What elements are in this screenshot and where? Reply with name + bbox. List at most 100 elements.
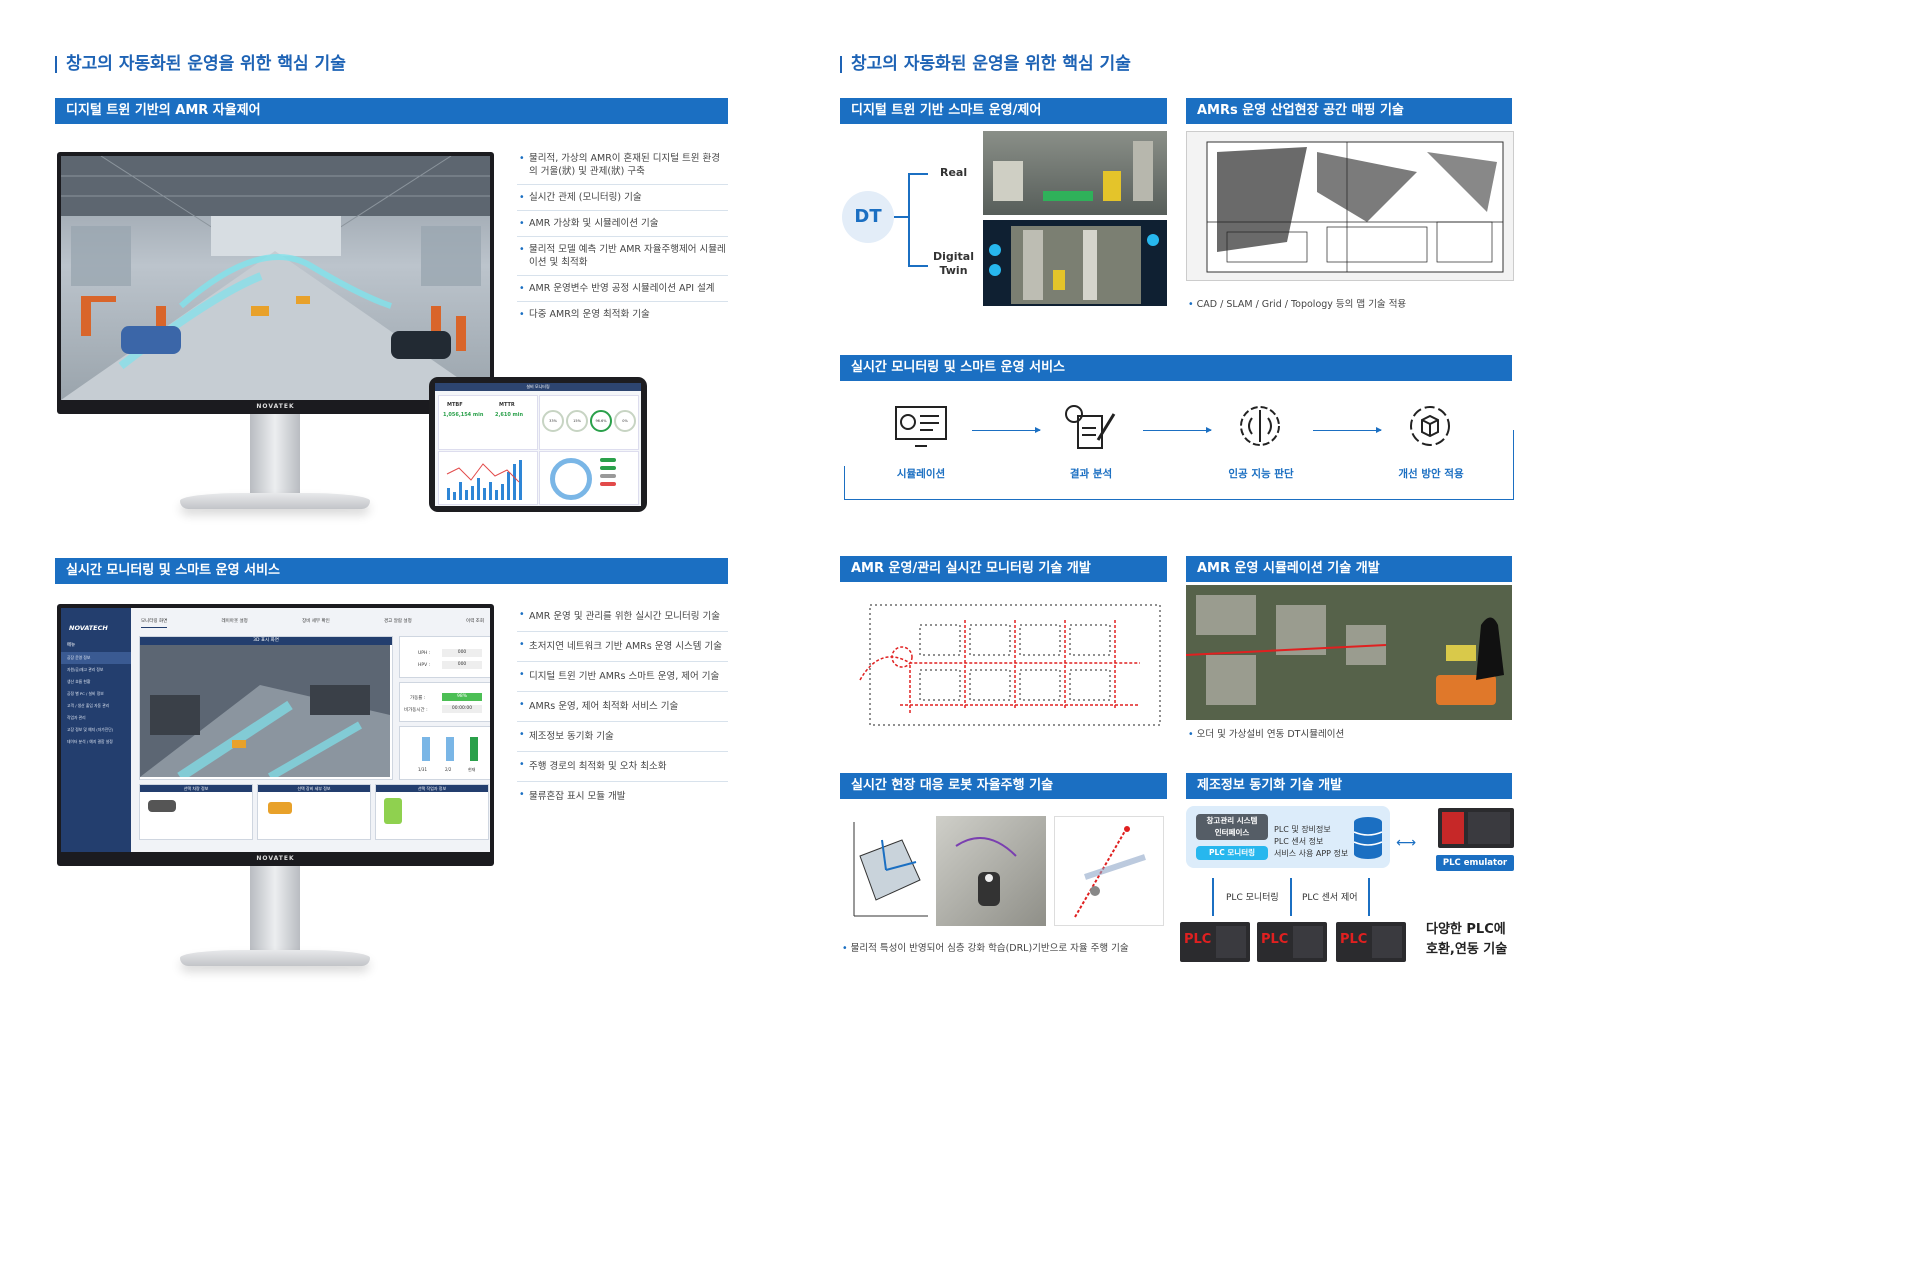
step-label: 개선 방안 적용 bbox=[1398, 468, 1464, 480]
section2-bullet-list: AMR 운영 및 관리를 위한 실시간 모니터링 기술 초저지연 네트워크 기반… bbox=[517, 602, 728, 811]
worker-photo bbox=[384, 798, 402, 824]
tab-history[interactable]: 이력 조회 bbox=[465, 619, 484, 624]
dt-bracket bbox=[908, 173, 928, 267]
plc-monitoring-button[interactable]: PLC 모니터링 bbox=[1196, 846, 1268, 860]
plc-link-sensor: PLC 센서 제어 bbox=[1302, 893, 1358, 903]
mttr-label: MTTR bbox=[499, 402, 515, 408]
plc-tag: PLC bbox=[1340, 932, 1368, 947]
section-header-dt-amr: 디지털 트윈 기반의 AMR 자율제어 bbox=[55, 98, 728, 124]
digital-twin-label: Digital Twin bbox=[933, 250, 974, 277]
bullet-item: 물리적, 가상의 AMR이 혼재된 디지털 트윈 환경의 거울(狀) 및 관제(… bbox=[517, 146, 728, 185]
digital-twin-photo bbox=[983, 220, 1167, 306]
bullet-item: AMR 가상화 및 시뮬레이션 기술 bbox=[517, 211, 728, 237]
tablet-title: 설비 모니터링 bbox=[435, 383, 641, 391]
plc-info-item: 서비스 사용 APP 정보 bbox=[1274, 849, 1349, 858]
plc-device: PLC bbox=[1257, 922, 1327, 962]
tab-equipment[interactable]: 장비 세부 확인 bbox=[302, 619, 330, 624]
sidebar-menu-item[interactable]: 자원/공/재고 관리 정보 bbox=[67, 667, 104, 672]
simulation-render-image bbox=[1186, 585, 1512, 720]
plc-compat-caption: 다양한 PLC에 호환,연동 기술 bbox=[1426, 922, 1508, 957]
monitor-stand bbox=[250, 414, 300, 498]
robot-note: 물리적 특성이 반영되어 심층 강화 학습(DRL)기반으로 자율 주행 기술 bbox=[842, 940, 1129, 954]
idle-label: 비가동시간 : bbox=[404, 708, 428, 713]
real-label: Real bbox=[940, 166, 968, 179]
tablet-dashboard: 설비 모니터링 MTBF 1,056,154 min MTTR 2,610 mi… bbox=[429, 377, 647, 512]
monitor-base bbox=[180, 493, 370, 509]
warehouse-render-image bbox=[61, 156, 490, 400]
plc-device: PLC bbox=[1180, 922, 1250, 962]
sidebar-menu-item[interactable]: 공정 별 PC / 설비 정보 bbox=[67, 691, 104, 696]
app-logo: NOVATECH bbox=[69, 624, 108, 632]
bidirectional-arrow-icon: ⟷ bbox=[1396, 835, 1417, 851]
real-factory-photo bbox=[983, 131, 1167, 215]
amr-path-map-image bbox=[840, 585, 1167, 740]
flow-arrow bbox=[1313, 427, 1382, 433]
plc-tag: PLC bbox=[1261, 932, 1289, 947]
vehicle-icon bbox=[148, 800, 176, 812]
bullet-item: AMRs 운영, 제어 최적화 서비스 기술 bbox=[517, 692, 728, 722]
amr-icon bbox=[268, 802, 292, 814]
gauge-1: 33% bbox=[542, 410, 564, 432]
plc-link-line bbox=[1290, 878, 1292, 916]
mttr-value: 2,610 min bbox=[495, 412, 524, 418]
mini-bar-chart: 1/31 2/2 현재 bbox=[399, 726, 490, 780]
hpv-label: HPV : bbox=[418, 663, 431, 668]
flow-arrow bbox=[1143, 427, 1212, 433]
dt-circle: DT bbox=[842, 191, 894, 243]
gauge-3: 96.6% bbox=[590, 410, 612, 432]
monitor-brand: NOVATEK bbox=[256, 855, 295, 862]
mtbf-label: MTBF bbox=[447, 402, 463, 408]
mtbf-value: 1,056,154 min bbox=[443, 412, 484, 418]
tab-alarm[interactable]: 경고 알람 설정 bbox=[384, 619, 412, 624]
tablet-gauges: 33% 15% 96.6% 0% bbox=[539, 395, 639, 450]
bullet-item: 주행 경로의 최적화 및 오차 최소화 bbox=[517, 752, 728, 782]
flow-arrow bbox=[972, 427, 1041, 433]
dt-connector bbox=[894, 216, 908, 218]
ai-brain-icon bbox=[1234, 402, 1286, 454]
bullet-item: 초저지연 네트워크 기반 AMRs 운영 시스템 기술 bbox=[517, 632, 728, 662]
gauge-2: 15% bbox=[566, 410, 588, 432]
tablet-donut bbox=[539, 451, 639, 505]
rate-label: 가동률 : bbox=[410, 696, 426, 701]
cad-slam-map-image bbox=[1186, 131, 1514, 281]
idle-value: 00:00:00 bbox=[442, 705, 482, 713]
sidebar-menu-item[interactable]: 고객 / 생산 출입 자동 관리 bbox=[67, 703, 110, 708]
robot-kinematics-diagram bbox=[842, 816, 930, 924]
section-header-dt-smart: 디지털 트윈 기반 스마트 운영/제어 bbox=[840, 98, 1167, 124]
tab-monitoring[interactable]: 모니터링 화면 bbox=[141, 618, 168, 628]
plc-info-item: PLC 및 장비정보 bbox=[1274, 825, 1331, 834]
plc-emulator-device bbox=[1438, 808, 1514, 848]
sidebar-menu-item[interactable]: 생산 흐름 현황 bbox=[67, 679, 91, 684]
monitor-brand: NOVATEK bbox=[256, 403, 295, 410]
panel-title: 선택 장비 세부 정보 bbox=[258, 785, 370, 792]
uph-value: 000 bbox=[442, 649, 482, 657]
bullet-item: 다중 AMR의 운영 최적화 기술 bbox=[517, 302, 728, 327]
tab-layout[interactable]: 레이아웃 설정 bbox=[221, 619, 248, 624]
bullet-item: AMR 운영변수 반영 공정 시뮬레이션 API 설계 bbox=[517, 276, 728, 302]
plc-info-item: PLC 센서 정보 bbox=[1274, 837, 1324, 846]
improvement-cycle-icon bbox=[1404, 402, 1456, 454]
bar-label: 1/31 bbox=[418, 767, 427, 772]
monitor-digital-twin: NOVATEK bbox=[57, 152, 494, 414]
step-label: 인공 지능 판단 bbox=[1228, 468, 1294, 480]
panel-title: 선택 작업자 정보 bbox=[376, 785, 488, 792]
bullet-item: 물리적 모델 예측 기반 AMR 자율주행제어 시뮬레이션 및 최적화 bbox=[517, 237, 728, 276]
sidebar-menu-item[interactable]: 작업자 관리 bbox=[67, 715, 86, 720]
sidebar-menu-item[interactable]: 고장 정보 및 예지 (자가진단) bbox=[67, 727, 114, 732]
sidebar-menu-item[interactable]: 데이터 분석 / 예지 결함 설정 bbox=[67, 739, 113, 744]
right-page-title: 창고의 자동화된 운영을 위한 핵심 기술 bbox=[840, 56, 1131, 73]
rate-value: 98% bbox=[442, 693, 482, 701]
tablet-bar-chart bbox=[438, 451, 538, 505]
plc-link-monitoring: PLC 모니터링 bbox=[1226, 893, 1279, 903]
mapping-note: CAD / SLAM / Grid / Topology 등의 맵 기술 적용 bbox=[1188, 296, 1407, 310]
plc-link-line bbox=[1212, 878, 1214, 916]
bullet-item: AMR 운영 및 관리를 위한 실시간 모니터링 기술 bbox=[517, 602, 728, 632]
bullet-item: 디지털 트윈 기반 AMRs 스마트 운영, 제어 기술 bbox=[517, 662, 728, 692]
section-header-mapping: AMRs 운영 산업현장 공간 매핑 기술 bbox=[1186, 98, 1512, 124]
wms-interface-box: 창고관리 시스템 인터페이스 bbox=[1196, 814, 1268, 840]
database-icon bbox=[1352, 816, 1384, 864]
sidebar-menu-item[interactable]: 공장 운영 정보 bbox=[61, 652, 131, 664]
analysis-icon bbox=[1062, 402, 1118, 454]
plc-link-line bbox=[1368, 878, 1370, 916]
